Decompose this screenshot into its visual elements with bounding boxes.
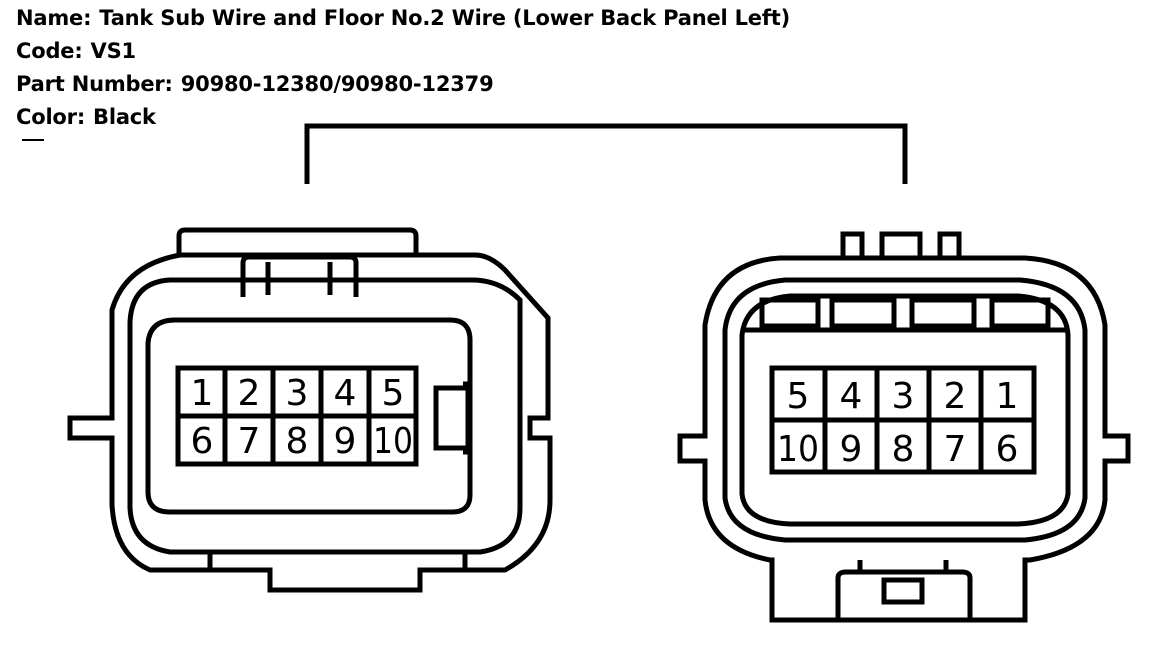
color-row: Color: Black — [16, 101, 790, 134]
code-row: Code: VS1 — [16, 35, 790, 68]
right-pin-label: 5 — [787, 376, 810, 417]
right-connector — [677, 231, 1131, 623]
left-pin-label: 6 — [191, 421, 214, 462]
part-number-row: Part Number: 90980-12380/90980-12379 — [16, 68, 790, 101]
right-pin-label: 8 — [892, 429, 915, 470]
code-value: VS1 — [90, 39, 137, 63]
right-pin-label: 4 — [840, 376, 863, 417]
name-row: Name: Tank Sub Wire and Floor No.2 Wire (… — [16, 2, 790, 35]
right-connector-lock-tab — [881, 577, 925, 605]
left-connector-cavity — [145, 317, 473, 515]
name-value: Tank Sub Wire and Floor No.2 Wire (Lower… — [99, 6, 791, 30]
color-value: Black — [93, 105, 156, 129]
left-connector — [67, 227, 553, 593]
left-pin-label: 2 — [238, 373, 261, 414]
connector-info-block: Name: Tank Sub Wire and Floor No.2 Wire (… — [16, 2, 790, 134]
part-number-label: Part Number: — [16, 72, 173, 96]
right-connector-outer-housing — [677, 255, 1131, 623]
right-connector-bottom-lock — [835, 569, 973, 620]
code-label: Code: — [16, 39, 83, 63]
right-pin-label: 1 — [996, 376, 1019, 417]
left-connector-side-guide — [433, 385, 471, 451]
left-connector-inner-wall — [127, 277, 523, 555]
left-pin-label: 10 — [373, 421, 413, 462]
pair-bracket — [304, 123, 908, 184]
right-connector-top-tab — [879, 231, 923, 258]
right-connector-top-tab — [937, 231, 962, 258]
right-pin-label: 2 — [944, 376, 967, 417]
left-connector-top-tab — [176, 227, 419, 255]
right-connector-top-tab — [840, 231, 865, 258]
left-pin-label: 4 — [334, 373, 357, 414]
left-pin-label: 9 — [334, 421, 357, 462]
right-connector-key-slot — [829, 297, 897, 329]
color-label: Color: — [16, 105, 86, 129]
left-connector-latch — [240, 254, 359, 297]
right-connector-inner-wall — [722, 277, 1088, 543]
right-pin-grid: 5 4 3 2 1 10 9 8 7 6 — [769, 365, 1037, 475]
right-pin-label: 3 — [892, 376, 915, 417]
name-label: Name: — [16, 6, 92, 30]
right-pin-label: 10 — [777, 429, 819, 470]
right-connector-key-slot — [759, 297, 821, 329]
left-pin-label: 1 — [191, 373, 214, 414]
left-pin-label: 3 — [286, 373, 309, 414]
right-pin-label: 7 — [944, 429, 967, 470]
part-number-value: 90980-12380/90980-12379 — [180, 72, 494, 96]
left-pin-label: 7 — [238, 421, 261, 462]
left-pin-grid: 1 2 3 4 5 6 7 8 9 10 — [175, 365, 419, 467]
left-pin-label: 5 — [382, 373, 405, 414]
right-connector-key-slot — [989, 297, 1051, 329]
right-pin-label: 6 — [996, 429, 1019, 470]
left-pin-label: 8 — [286, 421, 309, 462]
right-pin-label: 9 — [840, 429, 863, 470]
right-connector-cavity — [739, 293, 1071, 527]
right-connector-key-slot — [909, 297, 977, 329]
